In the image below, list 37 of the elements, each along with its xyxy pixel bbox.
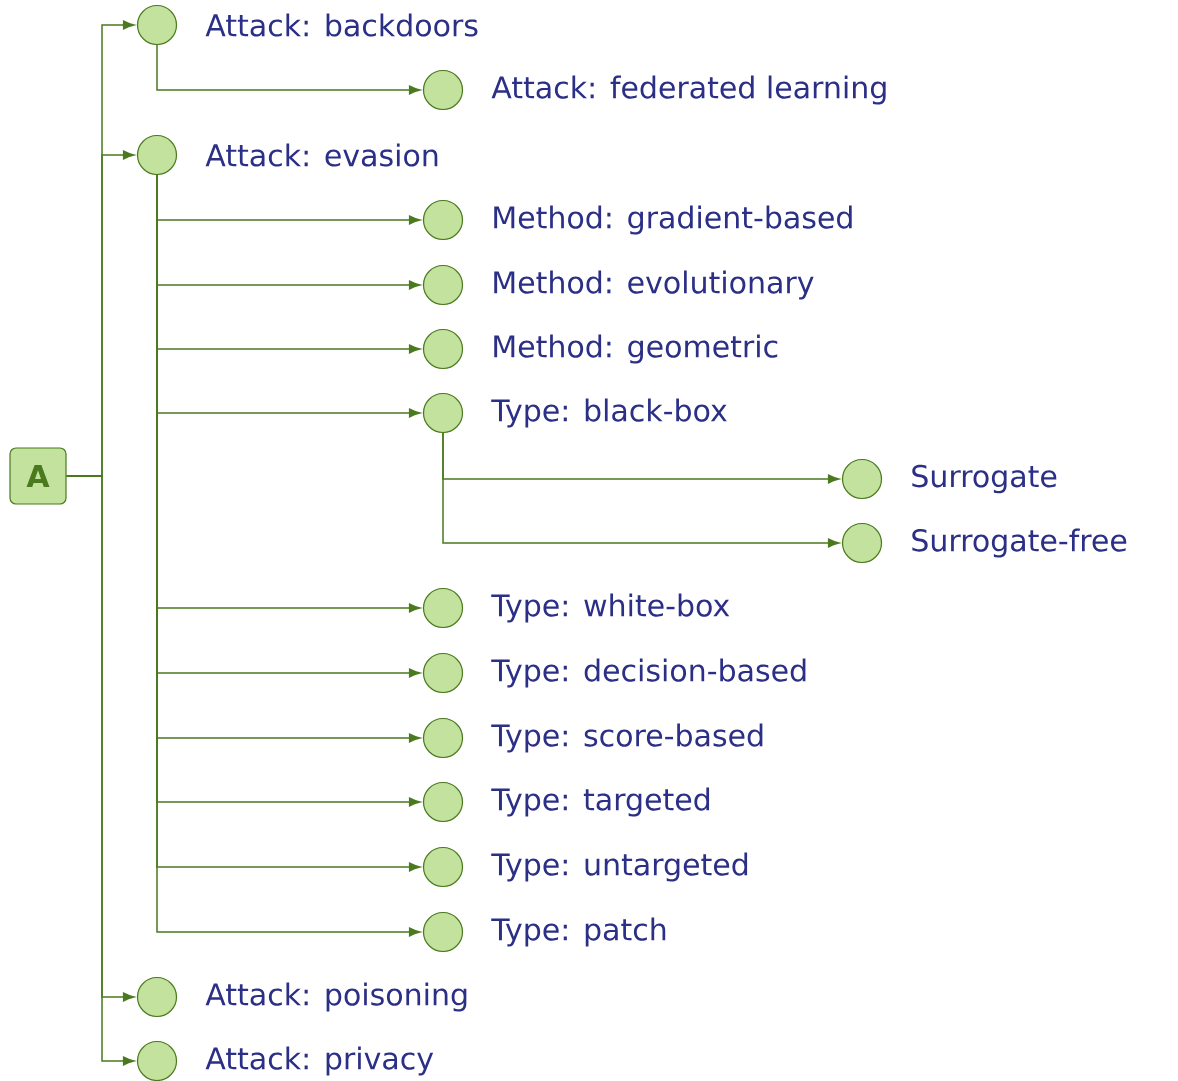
tree-node-circle — [422, 199, 464, 241]
node-label: Method: geometric — [494, 334, 778, 364]
node-label: Attack: backdoors — [205, 13, 478, 37]
tree-node-circle — [422, 717, 464, 759]
node-label: Surrogate — [912, 464, 1057, 494]
node-label: Attack: poisoning — [205, 982, 467, 1012]
tree-node-circle — [422, 652, 464, 694]
tree-node-circle — [136, 1040, 178, 1081]
tree-node-circle — [136, 976, 178, 1018]
node-label: Method: gradient-based — [494, 205, 852, 235]
node-label: Type: patch — [491, 917, 666, 947]
node-label: Method: evolutionary — [494, 270, 814, 300]
root-box: A — [9, 447, 67, 505]
tree-node-circle — [422, 781, 464, 823]
node-label: Type: untargeted — [491, 852, 748, 882]
node-label: Type: black-box — [491, 398, 727, 428]
node-label: Surrogate-free — [912, 528, 1127, 558]
tree-node-circle — [422, 846, 464, 888]
tree-node-circle — [422, 911, 464, 953]
tree-node-circle — [422, 587, 464, 629]
node-label: Attack: privacy — [205, 1046, 434, 1076]
node-label: Type: score-based — [491, 723, 763, 753]
arrow — [442, 432, 840, 548]
tree-node-circle — [422, 392, 464, 434]
node-label: Attack: evasion — [205, 143, 438, 167]
node-label: Type: decision-based — [491, 658, 806, 688]
tree-node-circle — [136, 4, 178, 46]
tree-node-circle — [422, 328, 464, 370]
tree-node-circle — [136, 134, 178, 176]
tree-node-circle — [841, 458, 883, 500]
node-label: Attack: federated learning — [491, 75, 886, 105]
tree-node-circle — [422, 69, 464, 111]
node-label: Type: targeted — [491, 787, 710, 817]
node-label: Type: white-box — [491, 593, 730, 623]
tree-node-circle — [422, 264, 464, 306]
arrow — [156, 44, 421, 95]
tree-node-circle — [841, 522, 883, 564]
